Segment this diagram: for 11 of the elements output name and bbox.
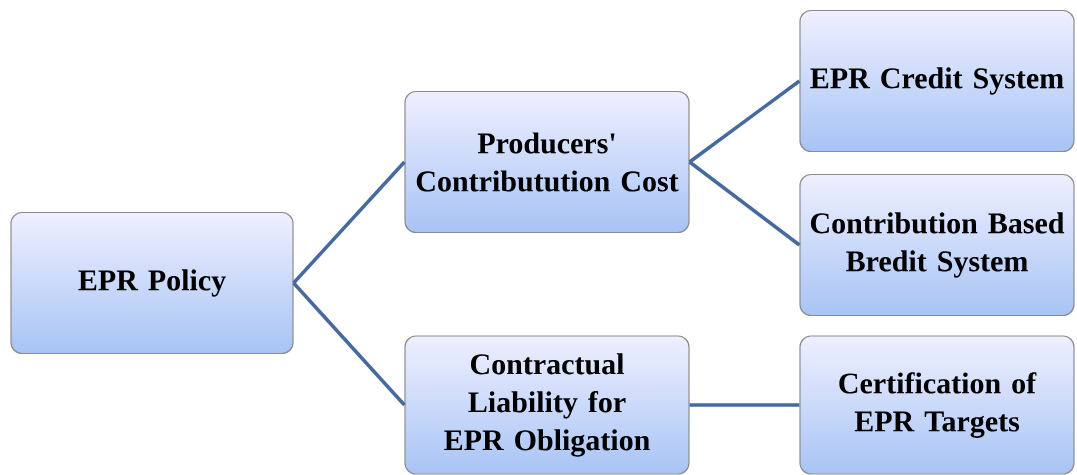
process-box: EPR Credit System: [799, 9, 1075, 153]
connector-line: [292, 160, 406, 285]
process-box: Contribution Based Bredit System: [799, 173, 1075, 317]
connector-line: [292, 281, 406, 407]
connector-line: [688, 160, 801, 247]
connector-line: [689, 403, 800, 407]
process-box: Certification of EPR Targets: [799, 335, 1075, 475]
connector-line: [688, 79, 801, 164]
process-box: EPR Policy: [10, 211, 294, 355]
process-box: Producers' Contributution Cost: [404, 90, 690, 234]
process-box: Contractual Liability for EPR Obligation: [404, 335, 690, 475]
